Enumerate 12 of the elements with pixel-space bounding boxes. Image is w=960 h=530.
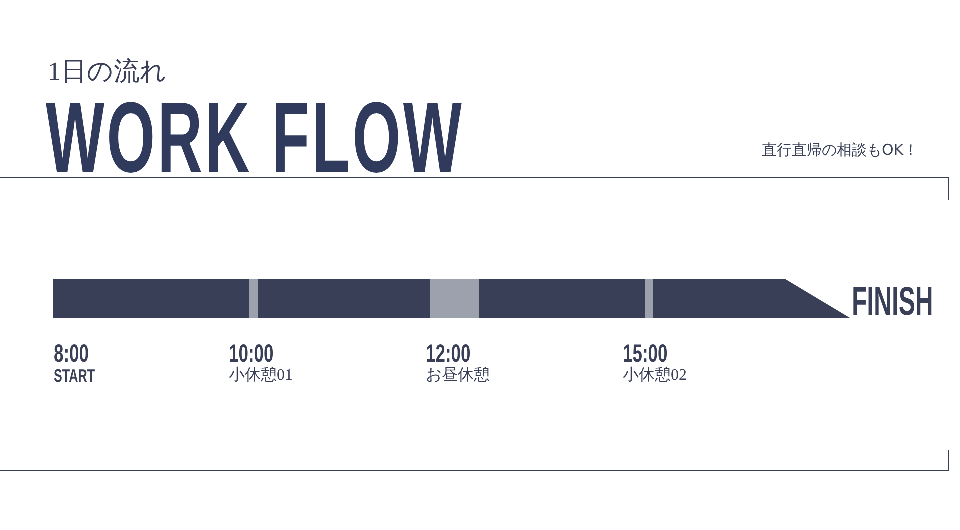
time-label: 8:00 xyxy=(54,341,90,368)
title: WORK FLOW xyxy=(46,88,464,188)
subtitle: 1日の流れ xyxy=(48,58,167,87)
time-label: 12:00 xyxy=(426,341,471,368)
break-label: お昼休憩 xyxy=(426,367,490,385)
time-label: 15:00 xyxy=(623,341,668,368)
note: 直行直帰の相談もOK！ xyxy=(762,142,919,158)
break-label: 小休憩01 xyxy=(229,367,293,385)
start-label: START xyxy=(54,367,96,387)
end-label: FINISH xyxy=(852,280,934,324)
time-label: 10:00 xyxy=(229,341,274,368)
break-label: 小休憩02 xyxy=(623,367,687,385)
